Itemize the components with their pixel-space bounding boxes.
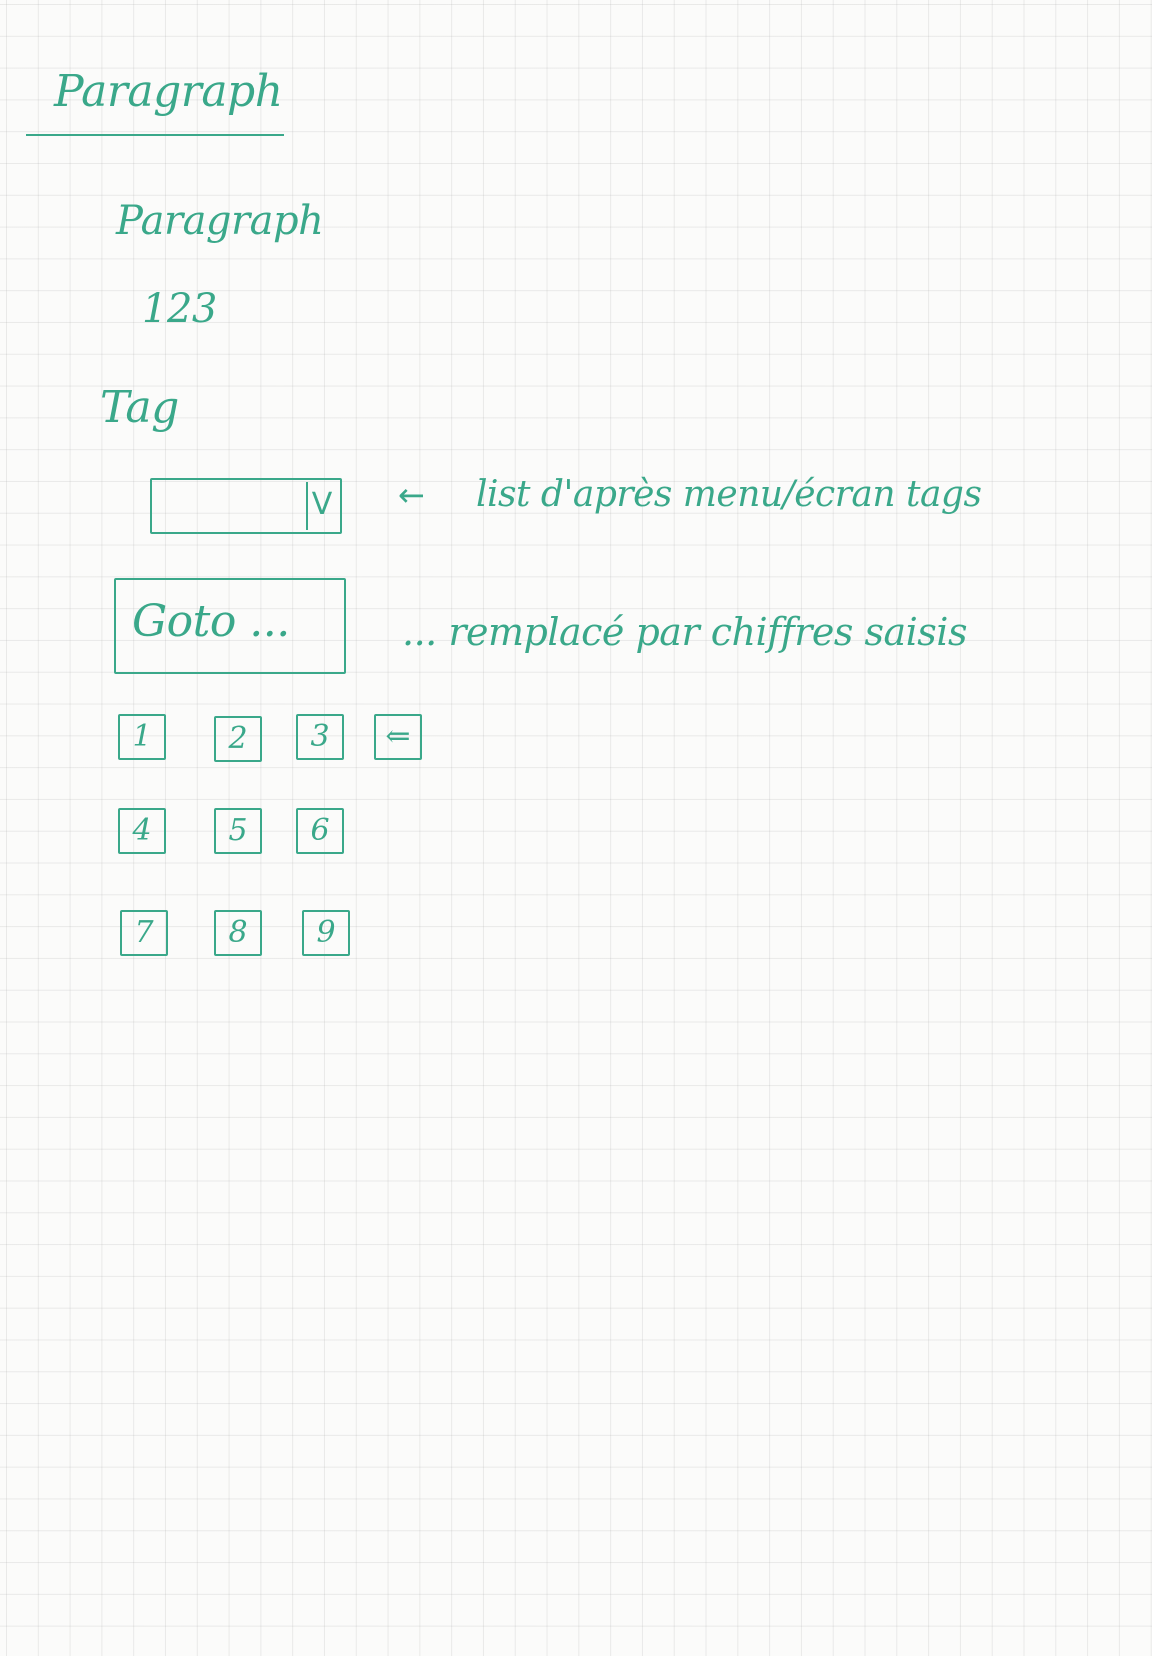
key-8[interactable]: 8	[214, 910, 262, 956]
key-4[interactable]: 4	[118, 808, 166, 854]
tag-dropdown[interactable]: V	[150, 478, 342, 534]
paragraph-label: Paragraph	[116, 198, 324, 244]
tag-label: Tag	[100, 382, 179, 433]
key-1[interactable]: 1	[118, 714, 166, 760]
dropdown-arrow-icon[interactable]: V	[306, 482, 336, 530]
goto-annotation: ... remplacé par chiffres saisis	[402, 610, 967, 654]
title-underline	[26, 134, 284, 136]
key-7[interactable]: 7	[120, 910, 168, 956]
page-title: Paragraph	[54, 66, 283, 117]
left-arrow-icon: ←	[398, 476, 425, 514]
backspace-key[interactable]: ⇐	[374, 714, 422, 760]
paragraph-number: 123	[142, 286, 217, 332]
key-2[interactable]: 2	[214, 716, 262, 762]
key-5[interactable]: 5	[214, 808, 262, 854]
key-6[interactable]: 6	[296, 808, 344, 854]
key-3[interactable]: 3	[296, 714, 344, 760]
key-9[interactable]: 9	[302, 910, 350, 956]
goto-field[interactable]: Goto ...	[114, 578, 346, 674]
tag-annotation: list d'après menu/écran tags	[476, 474, 982, 515]
goto-label: Goto ...	[132, 596, 290, 647]
